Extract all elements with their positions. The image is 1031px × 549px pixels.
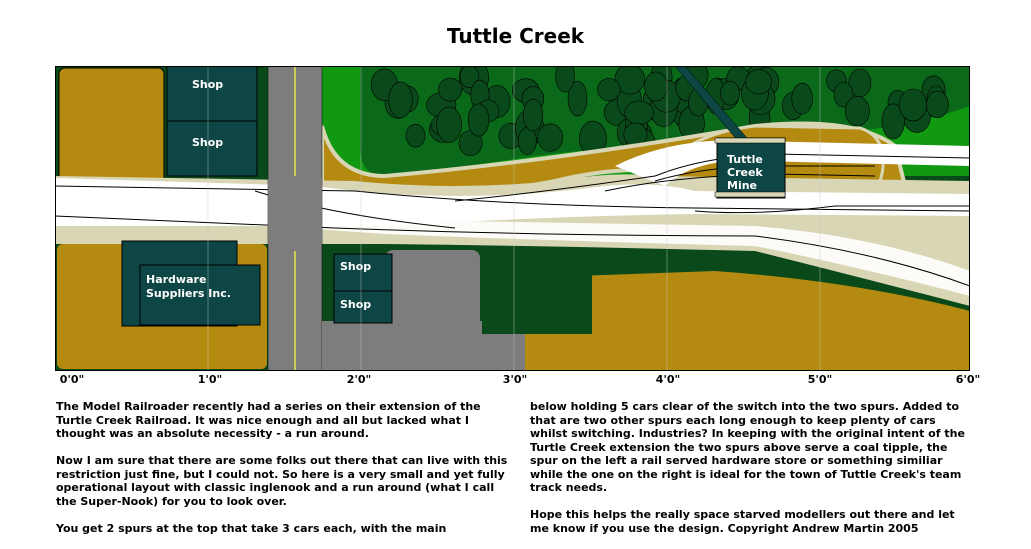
page-title: Tuttle Creek bbox=[446, 24, 585, 48]
tree-icon bbox=[791, 82, 813, 115]
track-ballast bbox=[55, 211, 970, 296]
hardware-label: Hardware bbox=[146, 273, 206, 286]
shop-label: Shop bbox=[340, 298, 371, 311]
paragraph: Hope this helps the really space starved… bbox=[530, 508, 955, 535]
scale-label: 1'0" bbox=[197, 373, 223, 386]
tree-icon bbox=[614, 66, 645, 95]
tree-icon bbox=[833, 81, 854, 108]
foot-gridlines bbox=[207, 66, 821, 371]
building-shop-top-2[interactable]: Shop bbox=[166, 120, 258, 177]
tree-icon bbox=[522, 98, 544, 132]
paragraph: The Model Railroader recently had a seri… bbox=[56, 400, 481, 440]
tree-icon bbox=[745, 69, 773, 95]
tree-icon bbox=[459, 66, 480, 89]
tree-icon bbox=[388, 81, 413, 119]
building-shop-bottom-1[interactable]: Shop bbox=[333, 253, 393, 292]
scale-label: 3'0" bbox=[502, 373, 528, 386]
paragraph: Now I am sure that there are some folks … bbox=[56, 454, 508, 508]
building-hardware-suppliers[interactable]: Hardware Suppliers Inc. bbox=[121, 240, 261, 327]
building-shop-bottom-2[interactable]: Shop bbox=[333, 290, 393, 324]
tree-icon bbox=[467, 103, 490, 137]
shop-label: Shop bbox=[192, 78, 223, 91]
shop-label: Shop bbox=[192, 136, 223, 149]
team-track-area bbox=[482, 254, 592, 334]
tree-icon bbox=[567, 80, 588, 117]
tree-icon bbox=[438, 77, 463, 102]
tree-icon bbox=[518, 127, 537, 155]
dirt-area bbox=[525, 271, 970, 371]
description-left: The Model Railroader recently had a seri… bbox=[56, 400, 511, 535]
tree-icon bbox=[644, 71, 668, 102]
building-shop-top-1[interactable]: Shop bbox=[166, 66, 258, 122]
mine-label: Mine bbox=[727, 179, 757, 192]
tree-icon bbox=[844, 96, 870, 127]
tree-icon bbox=[624, 100, 654, 125]
tree-icon bbox=[881, 103, 905, 140]
tree-icon bbox=[555, 66, 575, 93]
track-plan: Shop Shop Hardware Suppliers Inc. Shop S… bbox=[55, 66, 970, 371]
paragraph-continued: below holding 5 cars clear of the switch… bbox=[530, 400, 965, 494]
tree-icon bbox=[898, 88, 927, 122]
parking-lot bbox=[385, 250, 480, 370]
scale-label: 0'0" bbox=[59, 373, 85, 386]
tree-icon bbox=[597, 78, 621, 102]
tree-icon bbox=[436, 106, 462, 143]
scale-label: 6'0" bbox=[955, 373, 981, 386]
description-right: below holding 5 cars clear of the switch… bbox=[530, 400, 975, 549]
trees bbox=[370, 66, 949, 157]
tree-icon bbox=[720, 80, 740, 106]
tree-icon bbox=[926, 90, 949, 119]
scale-label: 2'0" bbox=[346, 373, 372, 386]
mine-label: Creek bbox=[727, 166, 763, 179]
scale-label: 4'0" bbox=[655, 373, 681, 386]
building-tuttle-creek-mine[interactable]: Tuttle Creek Mine bbox=[714, 137, 786, 199]
paragraph: You get 2 spurs at the top that take 3 c… bbox=[56, 521, 447, 535]
road-crossing bbox=[268, 178, 322, 244]
mine-label: Tuttle bbox=[727, 153, 763, 166]
hardware-label: Suppliers Inc. bbox=[146, 287, 231, 300]
tree-icon bbox=[537, 123, 564, 152]
tree-icon bbox=[405, 123, 426, 148]
scale-label: 5'0" bbox=[807, 373, 833, 386]
shop-label: Shop bbox=[340, 260, 371, 273]
track-ballast bbox=[615, 140, 970, 186]
